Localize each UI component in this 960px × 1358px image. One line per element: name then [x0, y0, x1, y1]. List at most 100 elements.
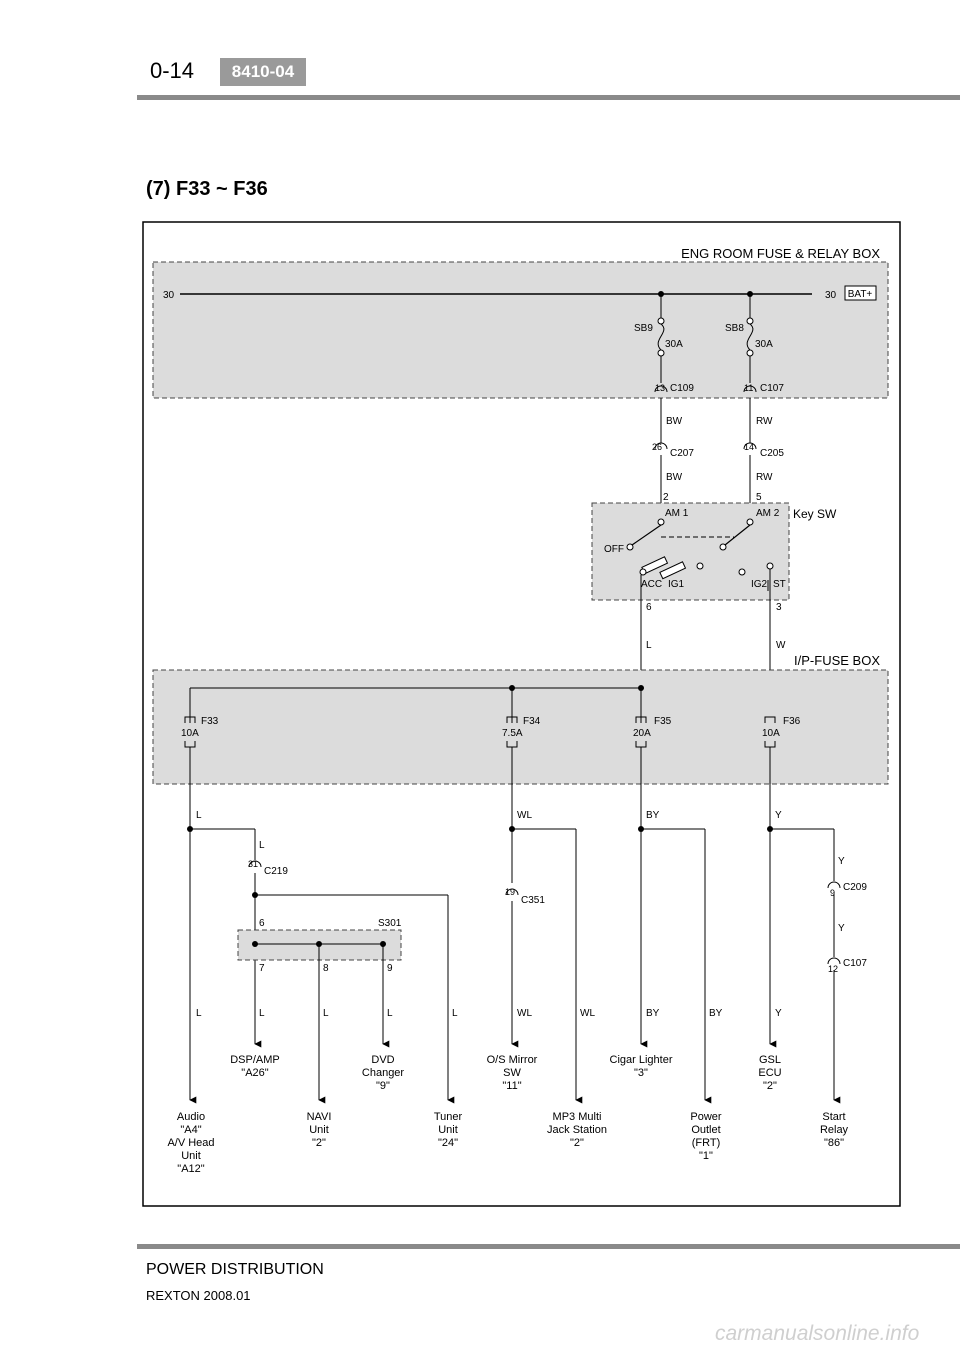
fuse-f35-name: F35	[654, 716, 672, 727]
splice-pin6: 6	[259, 918, 265, 929]
audio-label-1: Audio	[177, 1111, 205, 1123]
cigar-label-1: Cigar Lighter	[610, 1054, 673, 1066]
wire-l-audio: L	[196, 1008, 202, 1019]
wire-l-acc: L	[646, 640, 652, 651]
wire-bw: BW	[666, 416, 683, 427]
mp3-label-1: MP3 Multi	[553, 1111, 602, 1123]
c107-label: C107	[760, 383, 784, 394]
bat-label: BAT+	[848, 289, 873, 300]
key-sw-box	[591, 502, 790, 601]
sb8-label: SB8	[725, 323, 744, 334]
c107b-pin: 12	[828, 964, 838, 974]
power-label-2: Outlet	[691, 1124, 720, 1136]
keysw-pin3: 3	[776, 602, 782, 613]
wire-l-dsp: L	[259, 1008, 265, 1019]
wire-rw-2: RW	[756, 472, 773, 483]
splice-pin7: 7	[259, 963, 265, 974]
section-badge: 8410-04	[220, 58, 306, 86]
fuse-f35-rating: 20A	[633, 728, 651, 739]
c207-pin: 26	[652, 442, 662, 452]
wire-y-f36: Y	[775, 810, 782, 821]
c205-pin: 14	[744, 442, 754, 452]
c209-pin: 9	[830, 888, 835, 898]
keysw-off: OFF	[604, 544, 624, 555]
terminal-30-right: 30	[825, 290, 837, 301]
gsl-label-1: GSL	[759, 1054, 781, 1066]
c107-pin: 11	[744, 383, 753, 393]
terminal-30-left: 30	[163, 290, 175, 301]
mp3-label-2: Jack Station	[547, 1124, 607, 1136]
header-rule	[137, 95, 960, 100]
fuse-f36-rating: 10A	[762, 728, 780, 739]
keysw-ig2: IG2	[751, 579, 768, 590]
start-label-2: Relay	[820, 1124, 849, 1136]
wire-l-dvd: L	[387, 1008, 393, 1019]
power-label-1: Power	[690, 1111, 722, 1123]
c209-label: C209	[843, 882, 867, 893]
ip-fuse-box	[152, 669, 889, 785]
footer-title: POWER DISTRIBUTION	[146, 1261, 324, 1278]
wire-l-navi: L	[323, 1008, 329, 1019]
audio-label-2: "A4"	[180, 1124, 201, 1136]
tuner-label-2: Unit	[438, 1124, 458, 1136]
gsl-label-2: ECU	[758, 1067, 781, 1079]
keysw-pin2: 2	[663, 492, 669, 503]
keysw-acc: ACC	[641, 579, 662, 590]
power-label-4: "1"	[699, 1150, 713, 1162]
fuse-f36-name: F36	[783, 716, 801, 727]
c109-label: C109	[670, 383, 694, 394]
c219-pin: 31	[248, 859, 258, 869]
wire-y-gsl: Y	[775, 1008, 782, 1019]
dsp-label-2: "A26"	[241, 1067, 268, 1079]
start-label-1: Start	[822, 1111, 845, 1123]
navi-label-2: Unit	[309, 1124, 329, 1136]
keysw-am1: AM 1	[665, 508, 689, 519]
c207-label: C207	[670, 448, 694, 459]
dvd-label-2: Changer	[362, 1067, 405, 1079]
audio-label-5: "A12"	[177, 1163, 204, 1175]
wire-bw-2: BW	[666, 472, 683, 483]
tuner-label-3: "24"	[438, 1137, 458, 1149]
power-label-3: (FRT)	[692, 1137, 721, 1149]
fuse-f34-rating: 7.5A	[502, 728, 523, 739]
wire-by-f35: BY	[646, 810, 660, 821]
start-label-3: "86"	[824, 1137, 844, 1149]
gsl-label-3: "2"	[763, 1080, 777, 1092]
footer-subtitle: REXTON 2008.01	[146, 1288, 251, 1303]
footer-rule	[137, 1244, 960, 1249]
wire-wl-f34: WL	[517, 810, 532, 821]
keysw-pin6: 6	[646, 602, 652, 613]
c351-label: C351	[521, 895, 545, 906]
wire-by-power: BY	[709, 1008, 723, 1019]
wire-w-st: W	[776, 640, 786, 651]
wire-l-c219: L	[259, 840, 265, 851]
page-number: 0-14	[150, 58, 195, 83]
keysw-st: ST	[773, 579, 786, 590]
audio-label-3: A/V Head	[167, 1137, 214, 1149]
keysw-ig1: IG1	[668, 579, 685, 590]
splice-name: S301	[378, 918, 402, 929]
key-sw-title: Key SW	[793, 507, 837, 521]
splice-pin8: 8	[323, 963, 329, 974]
navi-label-3: "2"	[312, 1137, 326, 1149]
eng-fuse-box	[152, 261, 889, 399]
tuner-label-1: Tuner	[434, 1111, 463, 1123]
osmirror-label-1: O/S Mirror	[487, 1054, 538, 1066]
c205-label: C205	[760, 448, 784, 459]
wire-y-c107: Y	[838, 923, 845, 934]
c351-pin: 19	[505, 887, 515, 897]
sb8-rating: 30A	[755, 339, 773, 350]
dvd-label-3: "9"	[376, 1080, 390, 1092]
wire-by-cigar: BY	[646, 1008, 660, 1019]
wire-wl-mp3: WL	[580, 1008, 595, 1019]
wire-l-f33: L	[196, 810, 202, 821]
osmirror-label-3: "11"	[502, 1080, 521, 1092]
watermark: carmanualsonline.info	[715, 1322, 920, 1345]
eng-box-title: ENG ROOM FUSE & RELAY BOX	[681, 246, 880, 261]
ip-box-title: I/P-FUSE BOX	[794, 653, 880, 668]
splice-pin9: 9	[387, 963, 393, 974]
navi-label-1: NAVI	[307, 1111, 332, 1123]
cigar-label-2: "3"	[634, 1067, 648, 1079]
wire-l-tuner: L	[452, 1008, 458, 1019]
